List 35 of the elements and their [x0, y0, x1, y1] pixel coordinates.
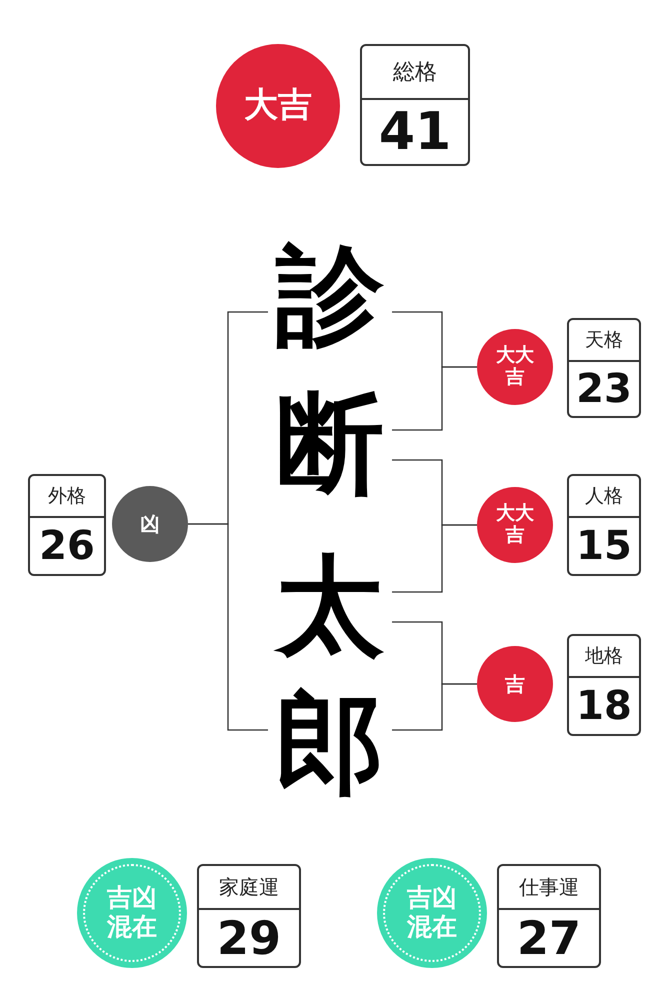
score-number: 15 [576, 523, 632, 569]
score-label: 人格 [585, 484, 623, 509]
score-label: 地格 [585, 644, 623, 669]
score-number: 27 [516, 911, 581, 965]
score-box [197, 864, 301, 968]
score-box [567, 318, 641, 418]
bracket-line [392, 366, 477, 431]
score-label: 外格 [48, 484, 86, 509]
fortune-circle: 吉凶混在 [377, 858, 487, 968]
score-number: 26 [39, 523, 95, 569]
score-number: 18 [576, 683, 632, 729]
score-number: 41 [378, 102, 452, 162]
score-number: 23 [576, 366, 632, 412]
fortune-circle: 大大吉 [477, 329, 553, 405]
score-box [360, 44, 470, 166]
score-label: 家庭運 [219, 874, 279, 900]
fortune-circle: 凶 [112, 486, 188, 562]
score-box [28, 474, 106, 576]
score-box [567, 634, 641, 736]
score-box [567, 474, 641, 576]
fortune-circle: 大大吉 [477, 487, 553, 563]
bracket-line [188, 523, 268, 731]
name-character: 太 [268, 552, 392, 662]
bracket-line [392, 524, 477, 593]
bracket-line [392, 683, 477, 731]
score-box [497, 864, 601, 968]
score-label: 総格 [393, 59, 437, 87]
fortune-circle: 大吉 [216, 44, 340, 168]
fortune-circle: 吉 [477, 646, 553, 722]
score-label: 天格 [585, 328, 623, 353]
score-number: 29 [216, 911, 281, 965]
name-character: 診 [268, 242, 392, 352]
score-label: 仕事運 [519, 874, 579, 900]
fortune-circle: 吉凶混在 [77, 858, 187, 968]
name-character: 断 [268, 390, 392, 500]
